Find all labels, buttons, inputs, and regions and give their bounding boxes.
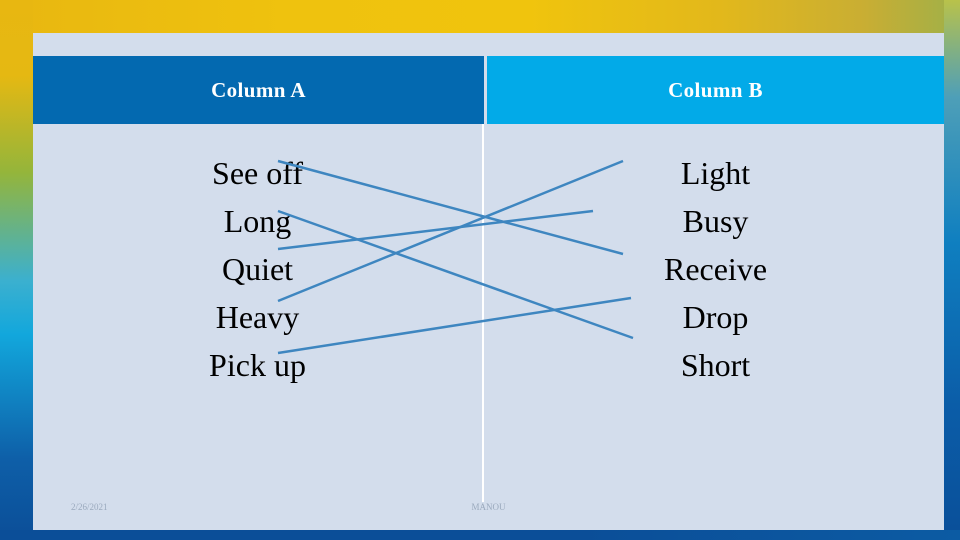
right-gradient-band xyxy=(944,0,960,540)
top-gradient-band xyxy=(0,0,960,33)
left-gradient-band xyxy=(0,0,33,540)
list-item[interactable]: Quiet xyxy=(221,251,294,287)
list-item[interactable]: Busy xyxy=(682,203,749,239)
footer-date: 2/26/2021 xyxy=(71,502,108,512)
list-item[interactable]: Pick up xyxy=(209,347,306,383)
list-item[interactable]: See off xyxy=(212,155,303,191)
column-a-header: Column A xyxy=(33,56,484,124)
list-item[interactable]: Receive xyxy=(663,251,768,287)
list-item[interactable]: Short xyxy=(680,347,751,383)
header-gap xyxy=(484,56,487,124)
list-item[interactable]: Long xyxy=(223,203,292,239)
content-panel: Column A Column B See off Long Quiet Hea… xyxy=(33,33,944,530)
footer-label: MANOU xyxy=(471,502,506,512)
list-item[interactable]: Drop xyxy=(682,299,749,335)
table-header-row: Column A Column B xyxy=(33,56,944,124)
list-item[interactable]: Heavy xyxy=(215,299,300,335)
bottom-band xyxy=(0,530,960,540)
list-item[interactable]: Light xyxy=(680,155,751,191)
matching-body: See off Long Quiet Heavy Pick up Light B… xyxy=(33,124,944,502)
column-b-header: Column B xyxy=(487,56,944,124)
column-a-list: See off Long Quiet Heavy Pick up xyxy=(33,124,484,502)
column-b-list: Light Busy Receive Drop Short xyxy=(487,124,944,502)
